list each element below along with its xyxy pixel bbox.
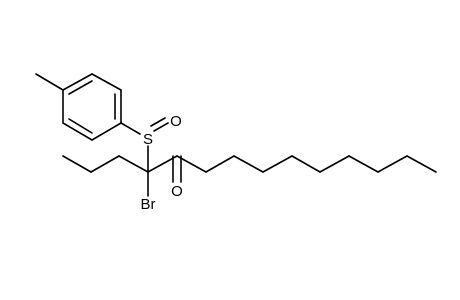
bond-ring-inner	[68, 80, 93, 95]
bond-alkyl	[262, 155, 293, 173]
bond-alkyl	[291, 155, 321, 173]
bond-ring-inner	[68, 118, 93, 134]
bond-alkyl	[406, 155, 437, 173]
bonds	[35, 73, 437, 197]
bond-propyl	[62, 155, 92, 173]
bond-alkyl	[377, 155, 408, 173]
bond-ring	[91, 122, 122, 141]
bond-ring	[62, 122, 93, 141]
bond-alkyl	[348, 155, 379, 173]
bond-propyl	[118, 155, 149, 173]
atom-labels: S O Br O	[141, 113, 183, 213]
bond-propyl	[90, 155, 120, 173]
bond-methyl	[35, 73, 64, 91]
bond-alkyl	[319, 155, 350, 173]
bromine-atom-label: Br	[141, 196, 156, 213]
sulfinyl-oxygen-label: O	[170, 113, 182, 130]
bond-sulfinyl	[153, 122, 169, 132]
bond-alkyl	[176, 155, 207, 173]
bond-sulfinyl	[150, 117, 166, 127]
bond-carbon-carbonyl	[147, 155, 178, 173]
bond-aryl-sulfur	[120, 122, 141, 135]
bond-alkyl	[233, 155, 264, 173]
bond-ring	[91, 73, 122, 91]
bond-alkyl	[205, 155, 235, 173]
bond-ring	[62, 73, 93, 91]
sulfur-atom-label: S	[143, 131, 153, 148]
ketone-oxygen-label: O	[171, 183, 183, 200]
